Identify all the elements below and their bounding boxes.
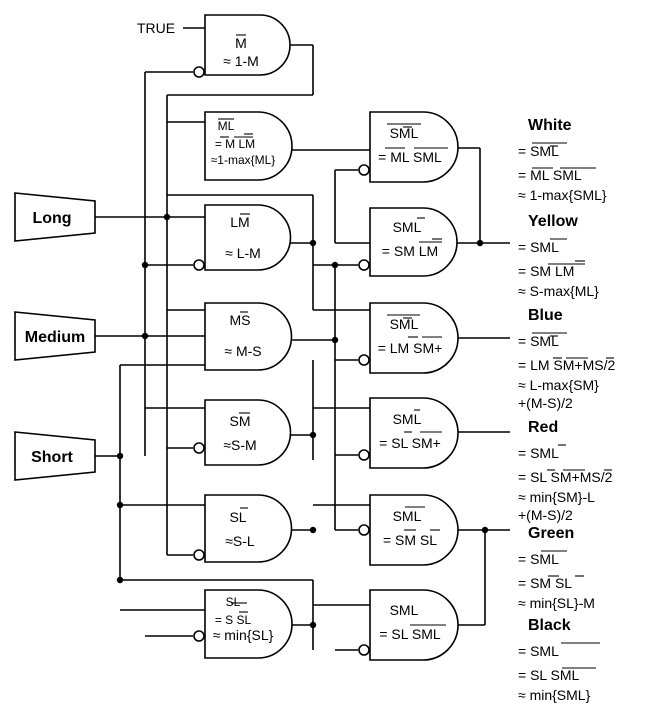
svg-text:= SML: = SML <box>518 239 559 255</box>
svg-text:= SML: = SML <box>518 143 559 159</box>
svg-text:≈S-M: ≈S-M <box>223 437 256 453</box>
output-green-name: Green <box>528 525 574 542</box>
input-short: Short <box>14 431 96 481</box>
gate-s-l: SL = S SL ≈ min{SL} <box>193 589 293 659</box>
svg-text:≈ min{SL}: ≈ min{SL} <box>213 627 274 643</box>
svg-text:= LM SM+MS/2: = LM SM+MS/2 <box>518 357 615 373</box>
svg-text:= ML SML: = ML SML <box>378 149 442 165</box>
svg-text:= SL SML: = SL SML <box>379 626 441 642</box>
svg-text:≈ 1-M: ≈ 1-M <box>223 53 259 69</box>
svg-text:= SM LM: = SM LM <box>518 263 574 279</box>
gate-red: SML = SL SM+ <box>358 397 459 469</box>
output-yellow: Yellow = SML = SM LM ≈ S-max{ML} <box>518 213 599 299</box>
output-black-name: Black <box>528 617 571 634</box>
gate-s-not-m: SM ≈S-M <box>193 399 292 466</box>
svg-text:≈ L-max{SM}: ≈ L-max{SM} <box>518 377 599 393</box>
svg-text:SL: SL <box>226 595 241 609</box>
gate-yellow: SML = SM LM <box>358 207 458 277</box>
output-red-name: Red <box>528 419 558 436</box>
svg-text:≈S-L: ≈S-L <box>225 533 255 549</box>
gate-not-ml: ML = M LM ≈1-max{ML} <box>204 111 293 181</box>
input-long: Long <box>14 192 96 242</box>
svg-text:= SML: = SML <box>518 643 559 659</box>
svg-text:M: M <box>235 35 247 51</box>
svg-text:≈1-max{ML}: ≈1-max{ML} <box>211 153 276 167</box>
svg-text:≈ min{SL}-M: ≈ min{SL}-M <box>518 595 595 611</box>
input-medium: Medium <box>14 311 96 361</box>
svg-text:SML: SML <box>393 508 422 524</box>
svg-text:SML: SML <box>393 219 422 235</box>
true-label: TRUE <box>137 20 175 36</box>
output-red: Red = SML = SL SM+MS/2 ≈ min{SM}-L +(M-S… <box>518 419 613 523</box>
svg-text:= M LM: = M LM <box>215 137 255 151</box>
svg-text:+(M-S)/2: +(M-S)/2 <box>518 507 573 523</box>
svg-text:= SM SL: = SM SL <box>383 532 437 548</box>
svg-text:+(M-S)/2: +(M-S)/2 <box>518 395 573 411</box>
gate-l-not-m: LM ≈ L-M <box>193 204 292 271</box>
svg-text:= S SL: = S SL <box>215 613 252 627</box>
gate-blue: SML = LM SM+ <box>358 302 459 374</box>
svg-text:SML: SML <box>390 602 419 618</box>
output-green: Green = SML = SM SL ≈ min{SL}-M <box>518 525 595 611</box>
svg-text:SML: SML <box>390 125 419 141</box>
gate-black: SML = SL SML <box>358 589 459 661</box>
svg-text:= SL SM+: = SL SM+ <box>379 435 441 451</box>
svg-text:= ML SML: = ML SML <box>518 167 582 183</box>
gate-s-not-l: SL ≈S-L <box>193 494 293 563</box>
svg-text:≈ min{SM}-L: ≈ min{SM}-L <box>518 489 595 505</box>
output-yellow-name: Yellow <box>528 213 578 230</box>
svg-text:SL: SL <box>229 509 246 525</box>
svg-text:= SM LM: = SM LM <box>382 243 438 259</box>
svg-text:≈ 1-max{SML}: ≈ 1-max{SML} <box>518 187 607 203</box>
svg-text:SML: SML <box>390 316 419 332</box>
output-white-name: White <box>528 117 572 134</box>
input-short-label: Short <box>31 449 73 466</box>
svg-text:= SM SL: = SM SL <box>518 575 572 591</box>
input-long-label: Long <box>32 210 71 227</box>
svg-text:≈ L-M: ≈ L-M <box>225 245 261 261</box>
output-blue: Blue = SML = LM SM+MS/2 ≈ L-max{SM} +(M-… <box>518 307 615 411</box>
svg-text:= SL SML: = SL SML <box>518 667 580 683</box>
svg-text:≈ S-max{ML}: ≈ S-max{ML} <box>518 283 599 299</box>
svg-text:= SML: = SML <box>518 333 559 349</box>
svg-text:= SL SM+MS/2: = SL SM+MS/2 <box>518 469 613 485</box>
gate-not-m: M ≈ 1-M <box>193 14 291 78</box>
svg-text:≈ M-S: ≈ M-S <box>224 343 261 359</box>
svg-text:SM: SM <box>230 413 251 429</box>
output-white: White = SML = ML SML ≈ 1-max{SML} <box>518 117 607 203</box>
svg-text:MS: MS <box>230 312 251 328</box>
svg-text:ML: ML <box>218 119 235 133</box>
svg-text:SML: SML <box>393 411 422 427</box>
gate-white: SML = ML SML <box>358 111 459 183</box>
svg-text:= SML: = SML <box>518 551 559 567</box>
gate-green: SML = SM SL <box>358 494 459 566</box>
gate-m-not-s: MS ≈ M-S <box>204 302 293 371</box>
output-black: Black = SML = SL SML ≈ min{SML} <box>518 617 600 703</box>
input-medium-label: Medium <box>25 329 85 346</box>
svg-text:≈ min{SML}: ≈ min{SML} <box>518 687 591 703</box>
output-blue-name: Blue <box>528 307 563 324</box>
junction-dots <box>116 213 489 629</box>
svg-text:= LM SM+: = LM SM+ <box>378 340 443 356</box>
svg-text:LM: LM <box>230 214 249 230</box>
svg-text:= SML: = SML <box>518 445 559 461</box>
